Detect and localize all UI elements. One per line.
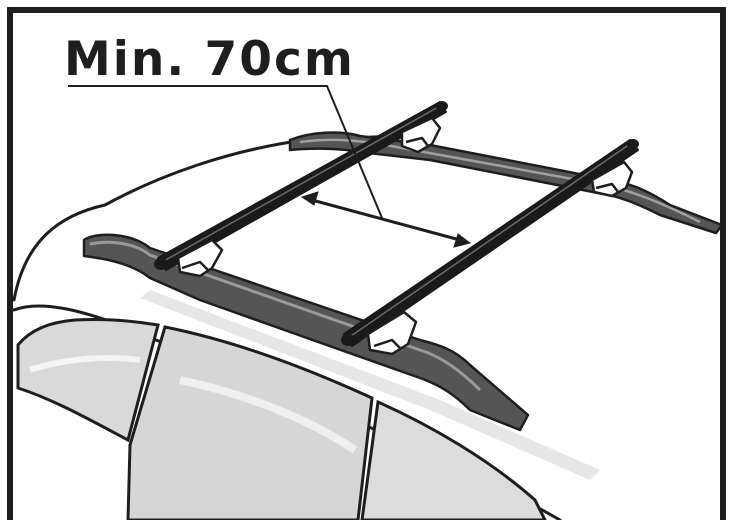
rear-window (16, 317, 160, 443)
front-crossbar-foot-far (590, 160, 634, 198)
front-crossbar (341, 139, 639, 347)
spacing-label: Min. 70cm (64, 32, 355, 87)
far-roof-rail (288, 131, 724, 235)
front-window (360, 399, 547, 520)
middle-window (126, 325, 374, 520)
front-crossbar-foot-near (366, 310, 418, 356)
spacing-arrow (300, 191, 472, 248)
label-leader-line (68, 85, 383, 219)
diagram-frame (7, 7, 726, 520)
rear-crossbar (154, 101, 448, 271)
roof-shadow (140, 290, 600, 480)
near-roof-rail (82, 233, 530, 432)
rear-crossbar-foot-far (400, 116, 442, 154)
rear-crossbar-foot-near (176, 238, 224, 278)
side-windows (16, 317, 547, 520)
